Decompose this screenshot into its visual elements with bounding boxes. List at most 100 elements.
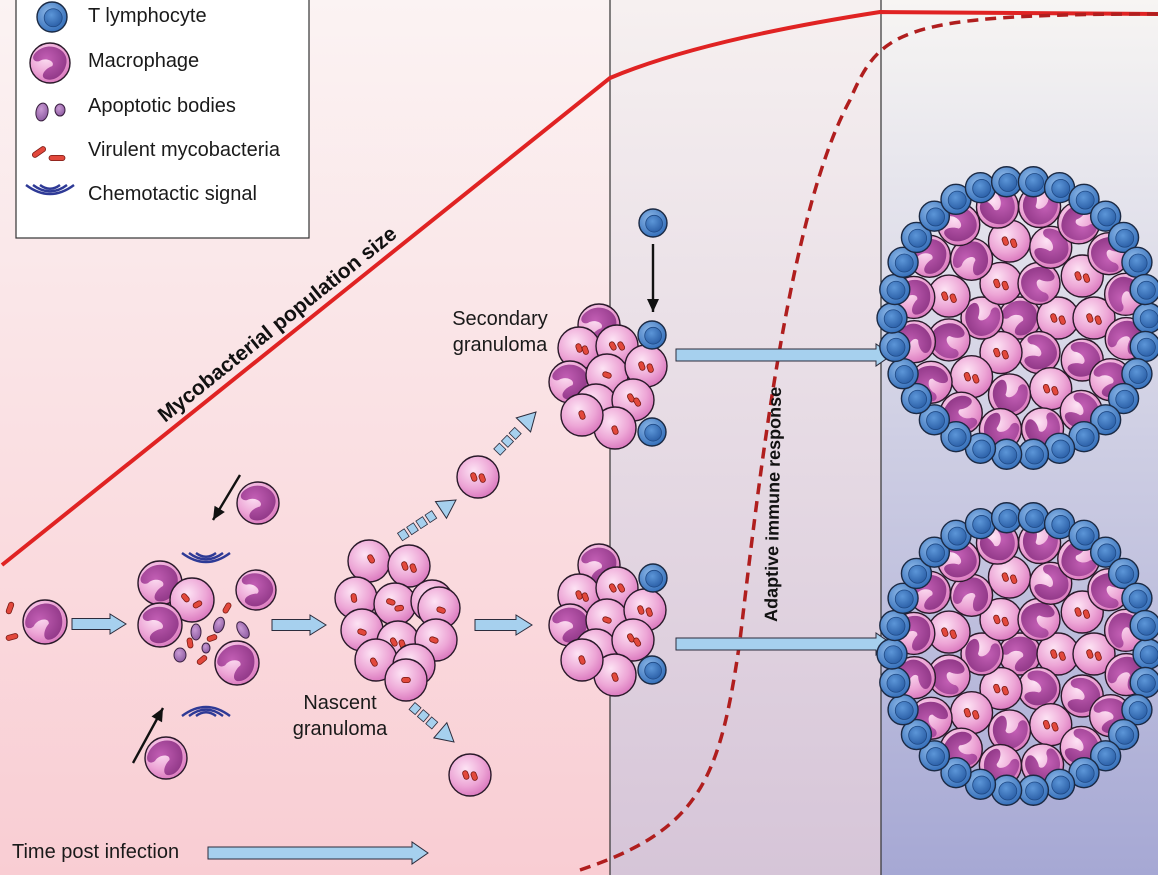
mycobacterium <box>206 634 218 642</box>
t-lymphocyte <box>1107 221 1140 254</box>
t-lymphocyte <box>887 246 919 278</box>
mycobacterium <box>369 657 378 667</box>
mycobacterium <box>993 278 1001 289</box>
macrophage <box>1029 702 1073 747</box>
flow-arrows <box>71 244 893 865</box>
mycobacterium <box>394 604 404 612</box>
mycobacterium <box>1001 685 1009 696</box>
t-lymphocyte <box>1017 166 1050 198</box>
t-lymphocyte <box>1089 404 1122 436</box>
mycobacterium <box>1001 616 1009 627</box>
macrophage <box>1017 261 1061 306</box>
macrophage <box>1029 561 1073 606</box>
nascent-granuloma-line1: Nascent <box>303 692 377 714</box>
t-lymphocyte <box>879 273 911 306</box>
mycobacterium <box>470 472 478 482</box>
mycobacterium <box>626 393 635 403</box>
t-lymphocyte <box>1089 536 1122 568</box>
recruitment-arrow-bottom <box>131 707 165 764</box>
mycobacterium <box>222 602 232 614</box>
t-lymphocyte <box>1107 382 1140 415</box>
mycobacterium <box>633 637 642 647</box>
mycobacterium <box>181 593 190 603</box>
t-lymphocyte <box>1043 172 1076 204</box>
macrophage <box>927 610 971 654</box>
mycobacterium <box>578 410 586 420</box>
mycobacterium <box>5 601 15 615</box>
macrophage <box>384 658 428 702</box>
mycobacterium <box>1001 572 1009 582</box>
time-axis-arrow <box>207 841 429 865</box>
mycobacterium <box>575 343 583 353</box>
mycobacterium <box>1082 609 1091 619</box>
mycobacterium <box>389 637 398 647</box>
mycobacterium <box>1086 649 1094 659</box>
t-lymphocyte <box>1068 756 1100 789</box>
t-lymphocyte <box>918 404 951 436</box>
apoptotic-body <box>54 103 66 117</box>
mycobacterium <box>941 627 949 637</box>
t-lymphocyte <box>876 302 908 334</box>
t-lymphocyte <box>638 208 668 238</box>
mycobacterium <box>436 606 446 614</box>
mycobacterium <box>48 154 66 161</box>
secondary-granuloma-label: Secondary granuloma <box>430 306 570 358</box>
mycobacterium <box>1082 273 1091 283</box>
mycobacterium <box>575 590 583 600</box>
mycobacterium <box>1094 315 1102 325</box>
t-lymphocyte <box>1132 638 1158 670</box>
legend-label-apoptotic-bodies: Apoptotic bodies <box>88 95 236 117</box>
macrophage <box>593 653 637 697</box>
mycobacterium <box>949 629 957 639</box>
mycobacterial-population-curve <box>0 9 1158 567</box>
macrophage <box>979 330 1023 375</box>
mycobacterium <box>1058 315 1066 325</box>
t-lymphocyte <box>1017 774 1050 806</box>
macrophage <box>1017 597 1061 642</box>
t-lymphocyte <box>879 330 911 363</box>
t-lymphocyte <box>1043 432 1076 464</box>
mycobacterium <box>1058 651 1066 661</box>
chemotactic-signal-icon <box>25 184 75 196</box>
apoptotic-body <box>213 616 225 634</box>
mature-granuloma <box>876 166 1158 470</box>
mycobacterium <box>1051 386 1059 396</box>
t-lymphocyte <box>940 420 972 453</box>
apoptotic-bodies-icon <box>35 102 66 122</box>
nascent-granuloma-label: Nascent granuloma <box>270 690 410 742</box>
macrophage <box>560 393 604 437</box>
mycobacterium <box>478 473 486 483</box>
flow-arrow <box>71 613 127 635</box>
macrophage <box>1029 225 1073 270</box>
macrophage <box>1036 296 1080 340</box>
mycobacterium <box>963 372 971 382</box>
t-lymphocyte <box>940 519 972 552</box>
t-lymphocyte <box>940 756 972 789</box>
macrophage <box>611 618 655 662</box>
mycobacterium <box>993 347 1001 358</box>
mycobacterium <box>617 583 626 593</box>
mycobacterium <box>462 770 470 780</box>
mycobacterium <box>350 593 358 603</box>
macrophage <box>949 691 994 735</box>
t-lymphocyte <box>1129 609 1158 642</box>
mycobacterium <box>401 677 411 684</box>
t-lymphocyte <box>990 774 1023 806</box>
macrophage <box>144 736 188 780</box>
t-lymphocyte <box>900 718 933 751</box>
t-lymphocyte <box>964 768 997 800</box>
macrophage <box>448 753 492 797</box>
mycobacterium <box>1074 607 1082 617</box>
mycobacterium <box>1050 313 1058 323</box>
mycobacterium <box>192 600 203 609</box>
legend-box <box>15 0 310 239</box>
mycobacterium <box>949 293 957 303</box>
macrophage <box>236 481 280 525</box>
t-lymphocyte <box>1121 358 1153 390</box>
mycobacterium <box>972 374 980 384</box>
t-lymphocyte <box>1043 768 1076 800</box>
mycobacterium <box>602 371 612 379</box>
macrophage <box>560 638 604 682</box>
apoptotic-body <box>190 623 202 641</box>
